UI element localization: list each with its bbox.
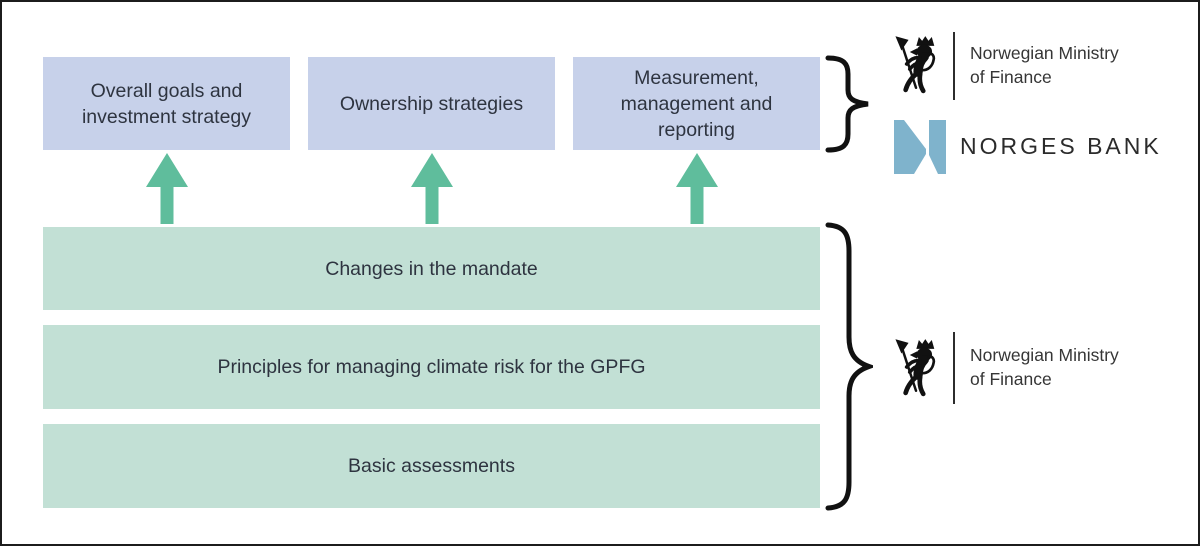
ministry-line2: of Finance <box>970 66 1052 87</box>
bottom-box-basic-assessments: Basic assessments <box>43 424 820 508</box>
ministry-line1: Norwegian Ministry <box>970 345 1119 365</box>
ministry-line2: of Finance <box>970 368 1052 389</box>
norwegian-coat-of-arms-lion-icon <box>895 36 936 94</box>
norges-bank-n-icon <box>894 120 946 174</box>
up-arrow-icon <box>146 153 188 224</box>
ministry-of-finance-wordmark: Norwegian Ministry of Finance <box>970 42 1119 89</box>
norges-bank-wordmark: NORGES BANK <box>960 133 1162 159</box>
bottom-box-changes-mandate: Changes in the mandate <box>43 227 820 310</box>
up-arrow-icon <box>676 153 718 224</box>
ministry-line1: Norwegian Ministry <box>970 43 1119 63</box>
bottom-box-principles-climate-risk: Principles for managing climate risk for… <box>43 325 820 409</box>
bottom-box-label: Changes in the mandate <box>325 257 538 280</box>
top-box-ownership-strategies: Ownership strategies <box>308 57 555 150</box>
curly-brace-icon <box>825 222 873 511</box>
bottom-box-label: Basic assessments <box>348 455 515 477</box>
top-box-label: Measurement, management and reporting <box>620 66 773 141</box>
curly-brace-icon <box>825 55 869 153</box>
top-box-label: Ownership strategies <box>339 92 524 115</box>
top-box-overall-goals: Overall goals and investment strategy <box>43 57 290 150</box>
logo-divider <box>953 32 955 100</box>
ministry-of-finance-wordmark: Norwegian Ministry of Finance <box>970 344 1119 391</box>
top-box-measurement-reporting: Measurement, management and reporting <box>573 57 820 150</box>
top-box-label: Overall goals and investment strategy <box>81 79 252 128</box>
logo-divider <box>953 332 955 404</box>
bottom-box-label: Principles for managing climate risk for… <box>217 356 646 378</box>
norwegian-coat-of-arms-lion-icon <box>895 339 936 397</box>
up-arrow-icon <box>411 153 453 224</box>
